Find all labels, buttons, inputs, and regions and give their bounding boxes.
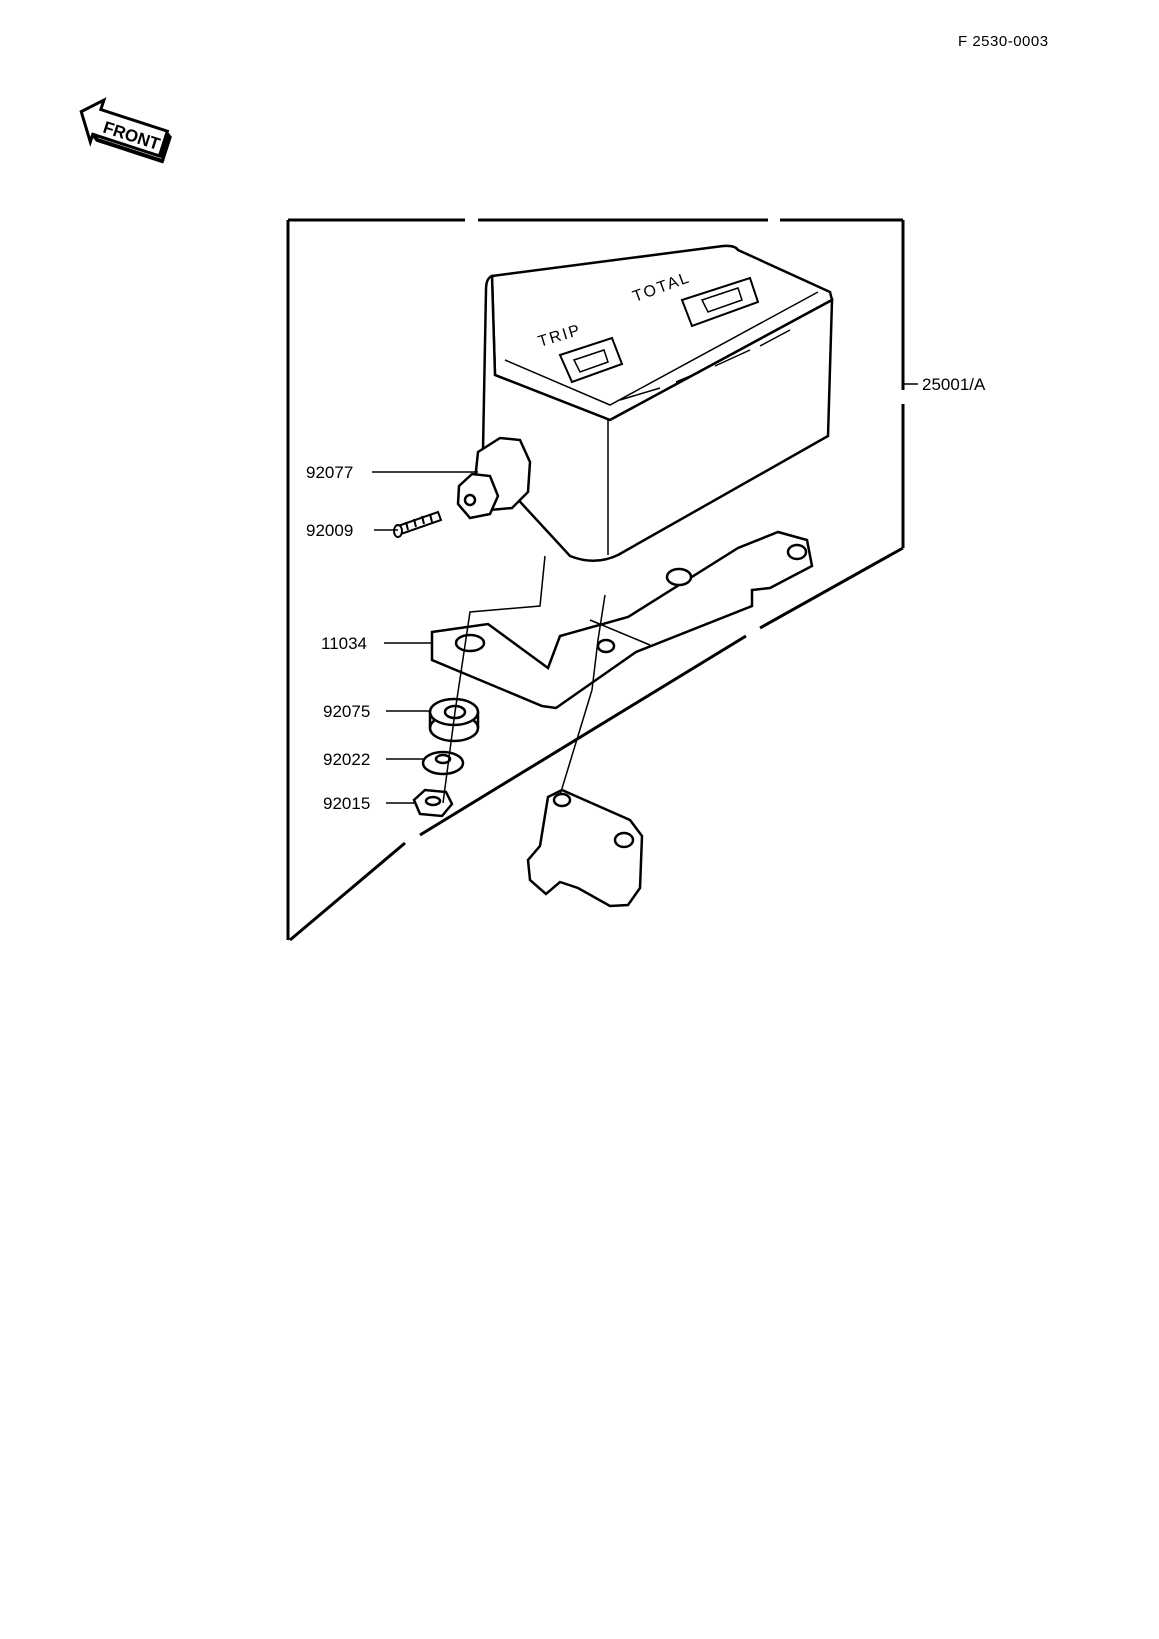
document-code: F 2530-0003 bbox=[958, 33, 1049, 50]
washer bbox=[421, 750, 465, 776]
screw bbox=[393, 510, 443, 538]
callout-92009: 92009 bbox=[306, 521, 353, 540]
cable-knob bbox=[456, 436, 532, 520]
callout-25001-a: 25001/A bbox=[922, 375, 986, 394]
handlebar-clamp bbox=[526, 788, 644, 908]
faceplate-scale-marks bbox=[619, 329, 791, 401]
callout-92077: 92077 bbox=[306, 463, 353, 482]
assembly-frame bbox=[286, 218, 905, 942]
hex-nut bbox=[412, 788, 454, 818]
callout-11034: 11034 bbox=[321, 634, 367, 653]
callout-92015: 92015 bbox=[323, 794, 370, 813]
callout-92022: 92022 bbox=[323, 750, 370, 769]
leader-lines bbox=[372, 383, 918, 804]
meter-windows bbox=[558, 276, 760, 384]
front-arrow-icon: FRONT bbox=[79, 97, 172, 164]
rubber-damper bbox=[428, 697, 480, 743]
mounting-bracket bbox=[430, 530, 814, 710]
callout-92075: 92075 bbox=[323, 702, 370, 721]
assembly-axis-lines bbox=[442, 555, 606, 804]
